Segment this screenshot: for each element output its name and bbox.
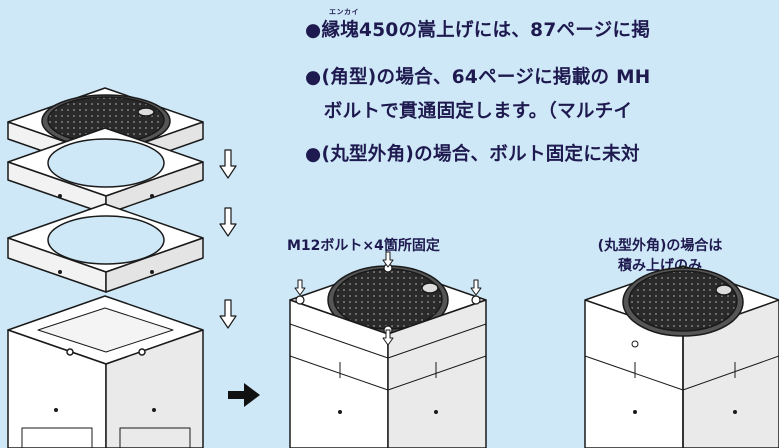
bolt-arrow-icon bbox=[382, 251, 394, 268]
bolt-arrow-icon bbox=[470, 279, 482, 296]
note-line-2: ●(角型)の場合、64ページに掲載の MH bbox=[305, 67, 651, 88]
ruby-enkai: エンカイ bbox=[329, 8, 359, 16]
bolt-arrow-icon bbox=[382, 329, 394, 346]
adjustment-ring-upper bbox=[7, 127, 204, 215]
caption-bolt-fixing: M12ボルト×4箇所固定 bbox=[287, 238, 440, 254]
base-column bbox=[7, 295, 204, 448]
right-arrow-icon bbox=[228, 383, 260, 407]
down-arrows bbox=[219, 149, 237, 329]
bolt-arrows bbox=[294, 251, 482, 346]
note-line-1: ●縁塊450の嵩上げには、87ページに掲 bbox=[305, 20, 651, 41]
bolt-arrow-icon bbox=[294, 279, 306, 296]
note-line-4: ●(丸型外角)の場合、ボルト固定に未対 bbox=[305, 144, 640, 165]
down-arrow-icon bbox=[219, 299, 237, 329]
assembled-bolted-illustration bbox=[289, 251, 487, 448]
adjustment-ring-lower bbox=[7, 203, 204, 293]
caption-round-line-1: (丸型外角)の場合は bbox=[597, 238, 723, 254]
note-line-3: ボルトで貫通固定します。（マルチイ bbox=[305, 101, 633, 122]
down-arrow-icon bbox=[219, 149, 237, 179]
down-arrow-icon bbox=[219, 207, 237, 237]
exploded-assembly-illustration bbox=[7, 87, 237, 448]
round-outer-stacked-illustration bbox=[584, 265, 779, 448]
